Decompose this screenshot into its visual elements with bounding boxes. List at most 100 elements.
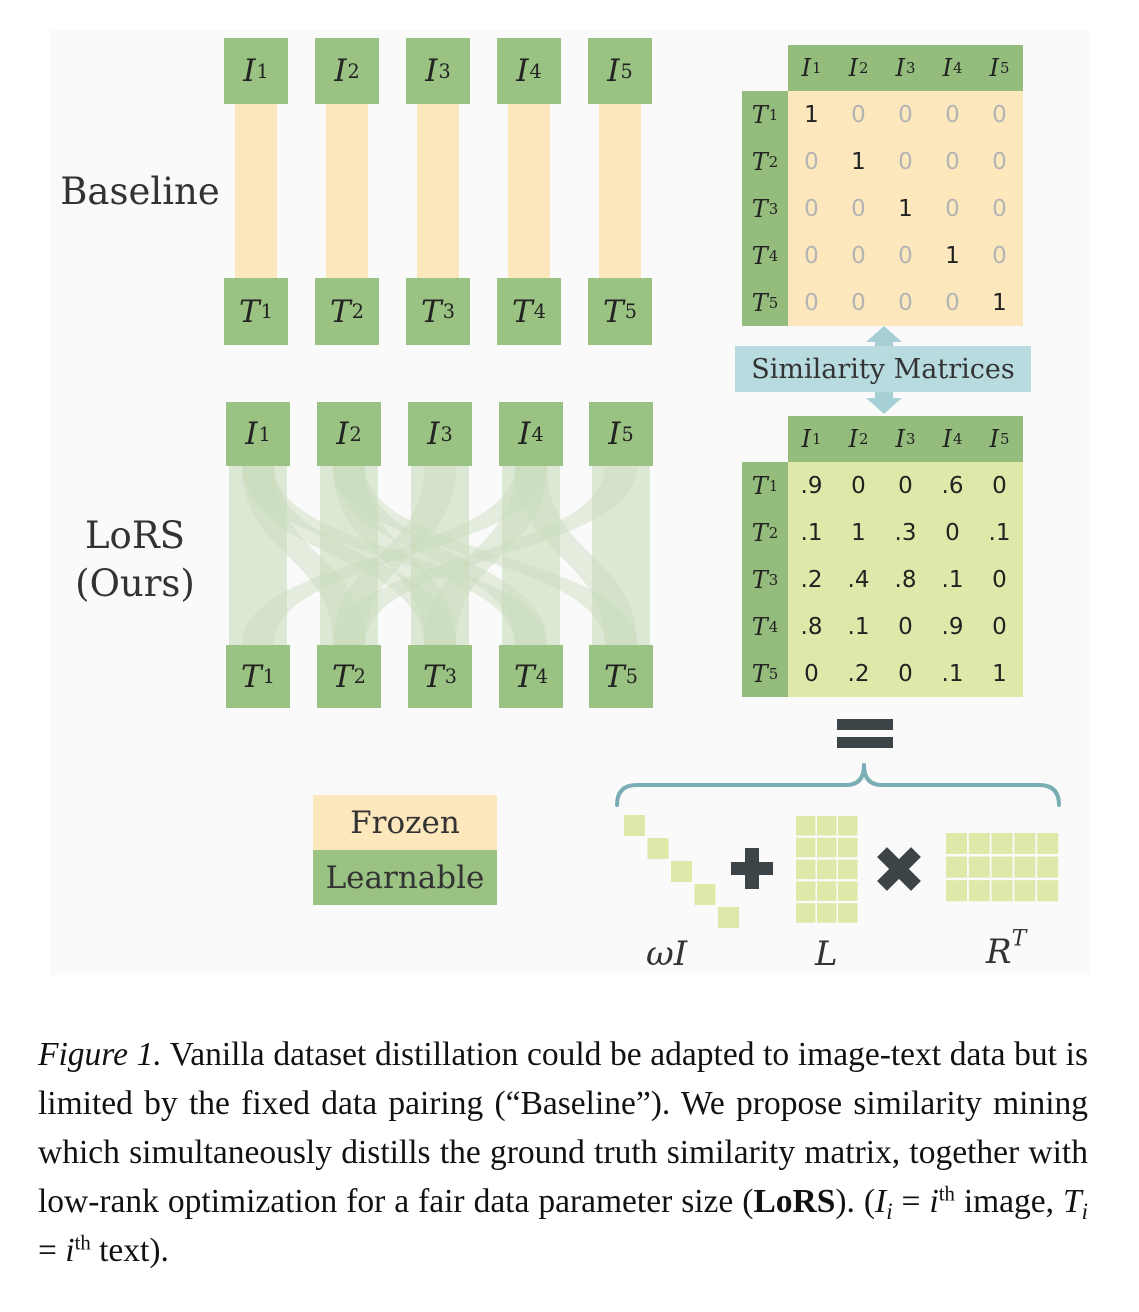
l-matrix-cell: [838, 903, 858, 923]
matrix-cell: .2: [847, 660, 870, 687]
caption-text-3: image,: [954, 1183, 1064, 1220]
baseline-text-2-subscript: 2: [351, 300, 364, 323]
baseline_matrix-row-header-1-symbol: T: [751, 100, 768, 129]
caption-lors-bold: LoRS: [753, 1183, 836, 1220]
identity-diagonal-cell: [694, 884, 716, 905]
baseline-image-3-subscript: 3: [438, 59, 451, 83]
l-matrix-cell: [796, 903, 816, 923]
matrix-cell: 1: [945, 242, 960, 269]
lors_matrix-col-header-5-subscript: 5: [1000, 430, 1010, 448]
lors_matrix-col-header-3-symbol: I: [895, 425, 905, 453]
baseline-text-1-symbol: T: [239, 293, 260, 330]
lors-image-2-subscript: 2: [349, 422, 362, 446]
r-symbol: R: [986, 932, 1012, 972]
baseline_matrix-col-header-2-subscript: 2: [859, 59, 869, 77]
caption-th-2: th: [74, 1231, 91, 1255]
r-transpose-cell: [968, 833, 990, 854]
lors_matrix-row-header-1-symbol: T: [751, 471, 768, 500]
matrix-cell: .6: [941, 472, 964, 499]
l-matrix-cell: [817, 837, 837, 858]
matrix-cell: .3: [894, 519, 917, 546]
l-matrix-cell: [817, 816, 837, 836]
l-matrix-cell: [838, 837, 858, 858]
lors_matrix-row-header-3-symbol: T: [751, 565, 768, 594]
baseline-image-5-symbol: I: [607, 53, 620, 89]
lors-text-4-symbol: T: [514, 658, 535, 695]
matrix-cell: 0: [992, 242, 1007, 269]
figure-caption: Figure 1. Vanilla dataset distillation c…: [38, 1030, 1088, 1275]
lors-text-4-subscript: 4: [535, 665, 548, 688]
baseline_matrix-row-header-5-symbol: T: [751, 288, 768, 317]
lors-image-5-subscript: 5: [621, 422, 634, 446]
baseline-image-1-symbol: I: [243, 53, 256, 89]
lors_matrix-row-header-5-subscript: 5: [768, 664, 779, 683]
caption-i-var: i: [929, 1183, 939, 1220]
matrix-cell: 0: [992, 195, 1007, 222]
caption-figure-label: Figure 1.: [38, 1036, 162, 1073]
lors-image-3-symbol: I: [427, 416, 440, 452]
lors_matrix-row-header-4-symbol: T: [751, 612, 768, 641]
baseline-image-4-symbol: I: [516, 53, 529, 89]
r-transpose-cell: [1014, 833, 1036, 854]
matrix-cell: 0: [851, 195, 866, 222]
matrix-cell: 0: [992, 472, 1007, 499]
matrix-cell: 0: [992, 566, 1007, 593]
baseline-text-3-symbol: T: [421, 293, 442, 330]
matrix-cell: 0: [804, 148, 819, 175]
matrix-cell: 0: [992, 148, 1007, 175]
baseline_matrix-col-header-1-subscript: 1: [812, 59, 822, 77]
l-matrix-cell: [796, 859, 816, 880]
legend-frozen: Frozen: [313, 795, 497, 850]
matrix-cell: 0: [898, 660, 913, 687]
baseline_matrix-row-header-2-symbol: T: [751, 147, 768, 176]
matrix-cell: 1: [992, 289, 1007, 316]
similarity-ribbon: [242, 466, 456, 645]
baseline-image-4-subscript: 4: [529, 59, 542, 83]
r-transpose-cell: [946, 856, 967, 878]
baseline-text-3-subscript: 3: [442, 300, 455, 323]
r-transpose-sup: T: [1011, 925, 1027, 952]
lors-text-1-subscript: 1: [262, 665, 275, 688]
caption-i-var-2: i: [65, 1232, 75, 1269]
matrix-cell: .8: [894, 566, 917, 593]
matrix-cell: .4: [847, 566, 870, 593]
baseline_matrix-row-header-3-symbol: T: [751, 194, 768, 223]
caption-eq-1: =: [892, 1183, 930, 1220]
matrix-cell: 0: [898, 148, 913, 175]
baseline-image-2-symbol: I: [334, 53, 347, 89]
frozen-pair-bar: [508, 104, 550, 278]
caption-th-1: th: [938, 1182, 955, 1206]
matrix-cell: 1: [898, 195, 913, 222]
lors_matrix-col-header-2-symbol: I: [848, 425, 858, 453]
lors_matrix-col-header-3-subscript: 3: [906, 430, 916, 448]
r-transpose-cell: [968, 856, 990, 878]
matrix-cell: .9: [941, 613, 964, 640]
identity-diagonal-cell: [647, 838, 669, 859]
baseline_matrix-row-header-1-subscript: 1: [768, 105, 779, 124]
baseline-text-5-symbol: T: [603, 293, 624, 330]
lors-image-2-symbol: I: [336, 416, 349, 452]
